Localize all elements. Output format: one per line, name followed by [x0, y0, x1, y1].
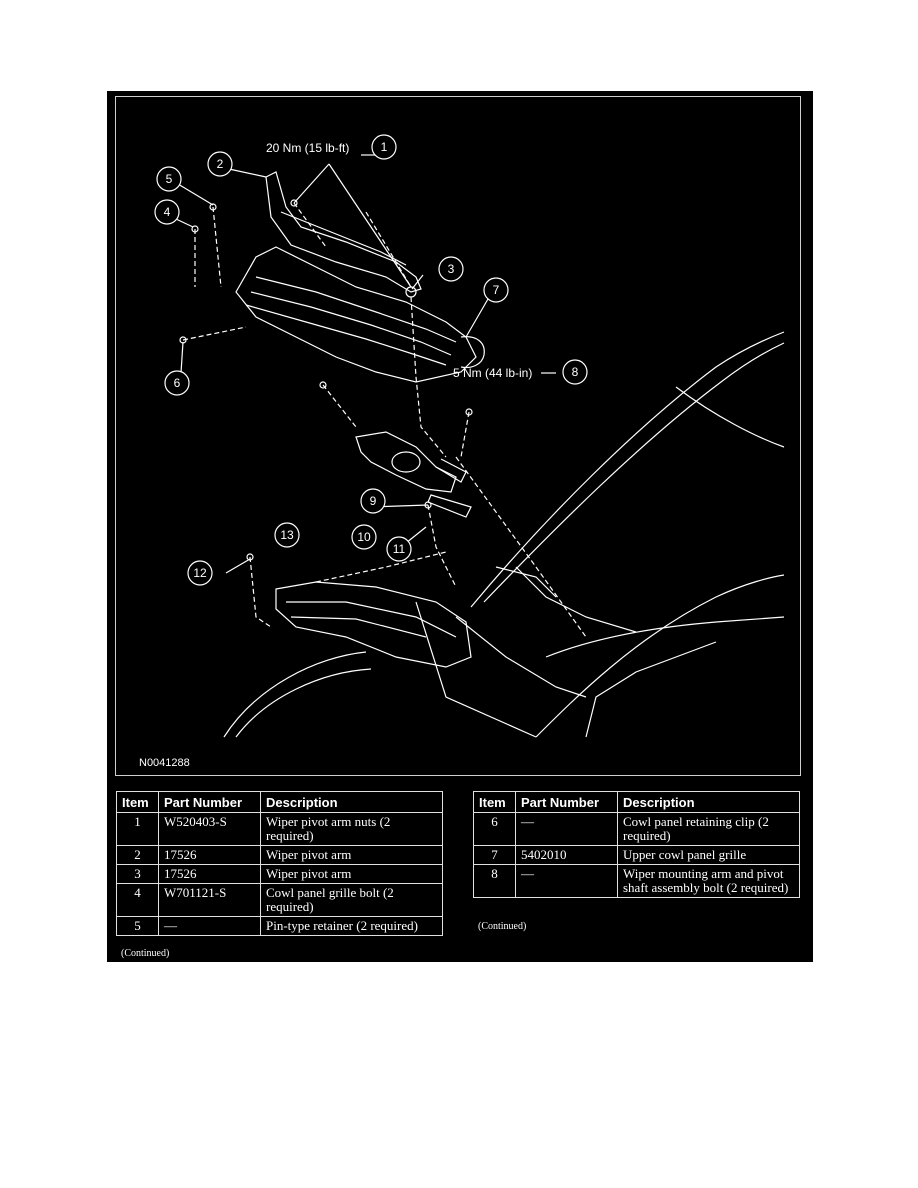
item-cell: 1: [116, 812, 159, 846]
part-number-cell: 17526: [158, 845, 261, 865]
fender-curve: [223, 651, 367, 738]
description-cell: Cowl panel grille bolt (2 required): [260, 883, 443, 917]
part-number-cell: 5402010: [515, 845, 618, 865]
table-row: 7 5402010 Upper cowl panel grille: [473, 845, 800, 865]
figure-id: N0041288: [139, 757, 190, 769]
torque-label-1: 20 Nm (15 lb-ft): [266, 141, 349, 155]
windshield-inner-edge: [483, 342, 785, 603]
table-row: 5 — Pin-type retainer (2 required): [116, 916, 443, 936]
callout-10: 10: [357, 530, 371, 544]
exploded-diagram-frame: 1 2 3 4 5 6 7 8 9 10 11 12 13 20 Nm (15 …: [115, 96, 801, 776]
description-cell: Wiper mounting arm and pivot shaft assem…: [617, 864, 800, 898]
callout-9: 9: [370, 494, 377, 508]
callout-8: 8: [572, 365, 579, 379]
item-cell: 3: [116, 864, 159, 884]
item-cell: 4: [116, 883, 159, 917]
torque-label-8: 5 Nm (44 lb-in): [453, 366, 532, 380]
callout-2: 2: [217, 157, 224, 171]
cowl-panel-shape: [275, 581, 472, 668]
continued-note-right: (Continued): [478, 921, 527, 932]
table-row: 1 W520403-S Wiper pivot arm nuts (2 requ…: [116, 812, 443, 846]
table-header-row: Item Part Number Description: [473, 791, 800, 813]
description-cell: Wiper pivot arm: [260, 845, 443, 865]
item-cell: 6: [473, 812, 516, 846]
col-header-item: Item: [473, 791, 516, 813]
description-cell: Pin-type retainer (2 required): [260, 916, 443, 936]
col-header-description: Description: [617, 791, 800, 813]
part-number-cell: W701121-S: [158, 883, 261, 917]
callout-1: 1: [381, 140, 388, 154]
callout-12: 12: [193, 566, 207, 580]
part-number-cell: —: [515, 864, 618, 898]
part-number-cell: —: [158, 916, 261, 936]
table-header-row: Item Part Number Description: [116, 791, 443, 813]
callout-5: 5: [166, 172, 173, 186]
col-header-item: Item: [116, 791, 159, 813]
wiper-pivot-arm-shape: [265, 171, 422, 293]
part-number-cell: —: [515, 812, 618, 846]
table-row: 6 — Cowl panel retaining clip (2 require…: [473, 812, 800, 846]
col-header-part-number: Part Number: [158, 791, 261, 813]
item-cell: 8: [473, 864, 516, 898]
table-row: 8 — Wiper mounting arm and pivot shaft a…: [473, 864, 800, 898]
part-number-cell: 17526: [158, 864, 261, 884]
callout-7: 7: [493, 283, 500, 297]
parts-table-left: Item Part Number Description 1 W520403-S…: [116, 791, 443, 936]
callout-13: 13: [280, 528, 294, 542]
callout-3: 3: [448, 262, 455, 276]
table-row: 2 17526 Wiper pivot arm: [116, 845, 443, 865]
parts-table-right: Item Part Number Description 6 — Cowl pa…: [473, 791, 800, 898]
part-number-cell: W520403-S: [158, 812, 261, 846]
col-header-part-number: Part Number: [515, 791, 618, 813]
windshield-edge: [470, 331, 785, 608]
item-cell: 5: [116, 916, 159, 936]
description-cell: Wiper pivot arm nuts (2 required): [260, 812, 443, 846]
callout-11: 11: [393, 542, 406, 556]
manual-page: 1 2 3 4 5 6 7 8 9 10 11 12 13 20 Nm (15 …: [107, 91, 813, 962]
callout-4: 4: [164, 205, 171, 219]
item-cell: 7: [473, 845, 516, 865]
upper-cowl-grille-shape: [235, 246, 477, 383]
table-row: 3 17526 Wiper pivot arm: [116, 864, 443, 884]
description-cell: Upper cowl panel grille: [617, 845, 800, 865]
item-cell: 2: [116, 845, 159, 865]
cowl-wiper-exploded-diagram: 1 2 3 4 5 6 7 8 9 10 11 12 13 20 Nm (15 …: [154, 134, 785, 738]
description-cell: Wiper pivot arm: [260, 864, 443, 884]
continued-note-left: (Continued): [121, 948, 170, 959]
wiper-bracket-11: [427, 494, 472, 518]
callout-6: 6: [174, 376, 181, 390]
col-header-description: Description: [260, 791, 443, 813]
wiper-motor-shape: [355, 431, 457, 493]
table-row: 4 W701121-S Cowl panel grille bolt (2 re…: [116, 883, 443, 917]
description-cell: Cowl panel retaining clip (2 required): [617, 812, 800, 846]
